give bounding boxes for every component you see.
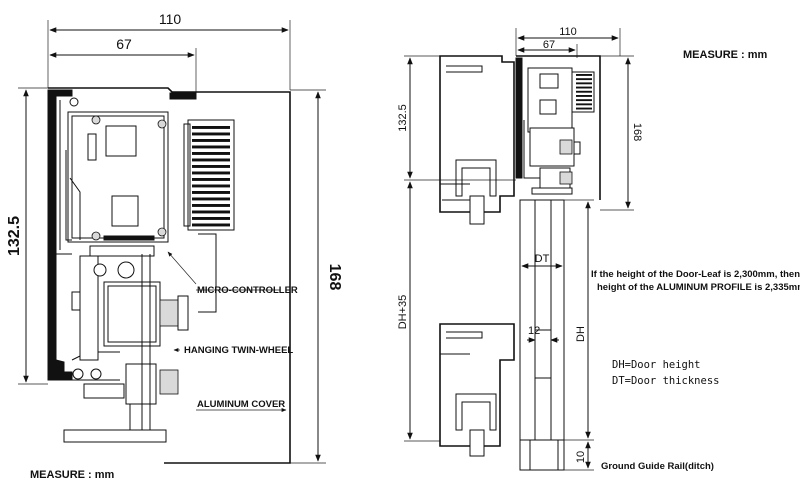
- gear-tooth: [192, 210, 230, 214]
- right-dim-67: 67: [517, 39, 578, 58]
- right-dim-110: 110: [515, 26, 621, 56]
- right-dim-12: 12: [527, 325, 559, 343]
- right-dim-132-5-text: 132.5: [397, 104, 409, 132]
- gear-tooth: [192, 191, 230, 194]
- gear-tooth: [576, 99, 592, 102]
- gear-tooth: [576, 86, 592, 89]
- micro-controller-box: [65, 111, 169, 243]
- label-aluminum-cover: ALUMINUM COVER: [197, 399, 285, 410]
- right-measure-unit: MEASURE : mm: [683, 49, 768, 61]
- gear-tooth: [192, 204, 230, 207]
- gear-tooth: [192, 165, 230, 168]
- gear-tooth: [576, 107, 592, 110]
- right-dim-12-text: 12: [528, 325, 540, 337]
- gear-tooth: [192, 197, 230, 201]
- note-line-2: height of the ALUMINUM PROFILE is 2,335m…: [597, 282, 800, 293]
- right-dim-132-5: 132.5: [397, 55, 516, 181]
- gear-tooth: [192, 184, 230, 188]
- legend-dt: DT=Door thickness: [612, 375, 719, 387]
- gear-tooth: [192, 152, 230, 155]
- label-micro-controller: MICRO-CONTROLLER: [197, 285, 298, 296]
- right-bottom-profile: [439, 323, 515, 457]
- gear-pulley: [183, 119, 235, 313]
- right-dim-110-text: 110: [559, 26, 577, 38]
- gear-tooth: [192, 132, 230, 136]
- gear-tooth: [192, 158, 230, 162]
- label-hanging-twin-wheel: HANGING TWIN-WHEEL: [184, 345, 293, 356]
- left-dim-110: 110: [47, 11, 291, 90]
- left-dim-132-5-text: 132.5: [6, 216, 23, 256]
- right-dim-10: 10: [564, 439, 594, 471]
- right-top-profile: [439, 55, 601, 225]
- note-line-1: If the height of the Door-Leaf is 2,300m…: [591, 269, 800, 280]
- gear-tooth: [192, 145, 230, 149]
- gear-tooth: [576, 82, 592, 85]
- left-labels: MICRO-CONTROLLER HANGING TWIN-WHEEL ALUM…: [167, 251, 298, 412]
- ground-guide-rail-label: Ground Guide Rail(ditch): [601, 461, 714, 472]
- gear-tooth: [576, 103, 592, 106]
- right-mechanism: [515, 57, 595, 195]
- right-cross-section: MEASURE : mm 110 67 132.5 DH+35: [397, 26, 800, 472]
- left-dim-67-text: 67: [116, 36, 132, 52]
- gear-tooth: [192, 178, 230, 181]
- gear-tooth: [192, 217, 230, 220]
- right-dim-dh35-text: DH+35: [397, 295, 409, 330]
- right-dim-dt: DT: [521, 253, 563, 269]
- right-dim-dt-text: DT: [535, 253, 550, 265]
- gear-tooth: [576, 95, 592, 97]
- right-dim-dh35: DH+35: [397, 181, 440, 442]
- left-dim-67: 67: [49, 36, 197, 92]
- legend-dh: DH=Door height: [612, 359, 701, 371]
- right-dim-168-text: 168: [631, 123, 643, 141]
- gear-tooth: [576, 74, 592, 76]
- right-dim-67-text: 67: [543, 39, 555, 51]
- right-dim-168: 168: [600, 55, 643, 211]
- gear-tooth: [576, 90, 592, 93]
- left-dim-168-text: 168: [326, 264, 343, 291]
- right-dim-10-text: 10: [575, 451, 587, 463]
- gear-tooth: [192, 139, 230, 142]
- right-dim-dh: DH: [564, 199, 594, 439]
- aluminum-profile: [47, 87, 291, 464]
- right-dim-dh-text: DH: [575, 326, 587, 342]
- left-dim-132-5: 132.5: [6, 87, 48, 385]
- gear-tooth: [576, 78, 592, 81]
- left-dim-168: 168: [290, 89, 343, 464]
- gear-tooth: [192, 126, 230, 129]
- gear-tooth: [192, 223, 230, 227]
- left-dim-110-text: 110: [159, 11, 182, 27]
- door-leaf: [519, 199, 565, 471]
- left-cross-section: 110 67 132.5 168: [6, 11, 343, 481]
- left-measure-unit: MEASURE : mm: [30, 469, 115, 481]
- gear-tooth: [192, 171, 230, 175]
- hanging-wheel-assembly: [63, 245, 189, 443]
